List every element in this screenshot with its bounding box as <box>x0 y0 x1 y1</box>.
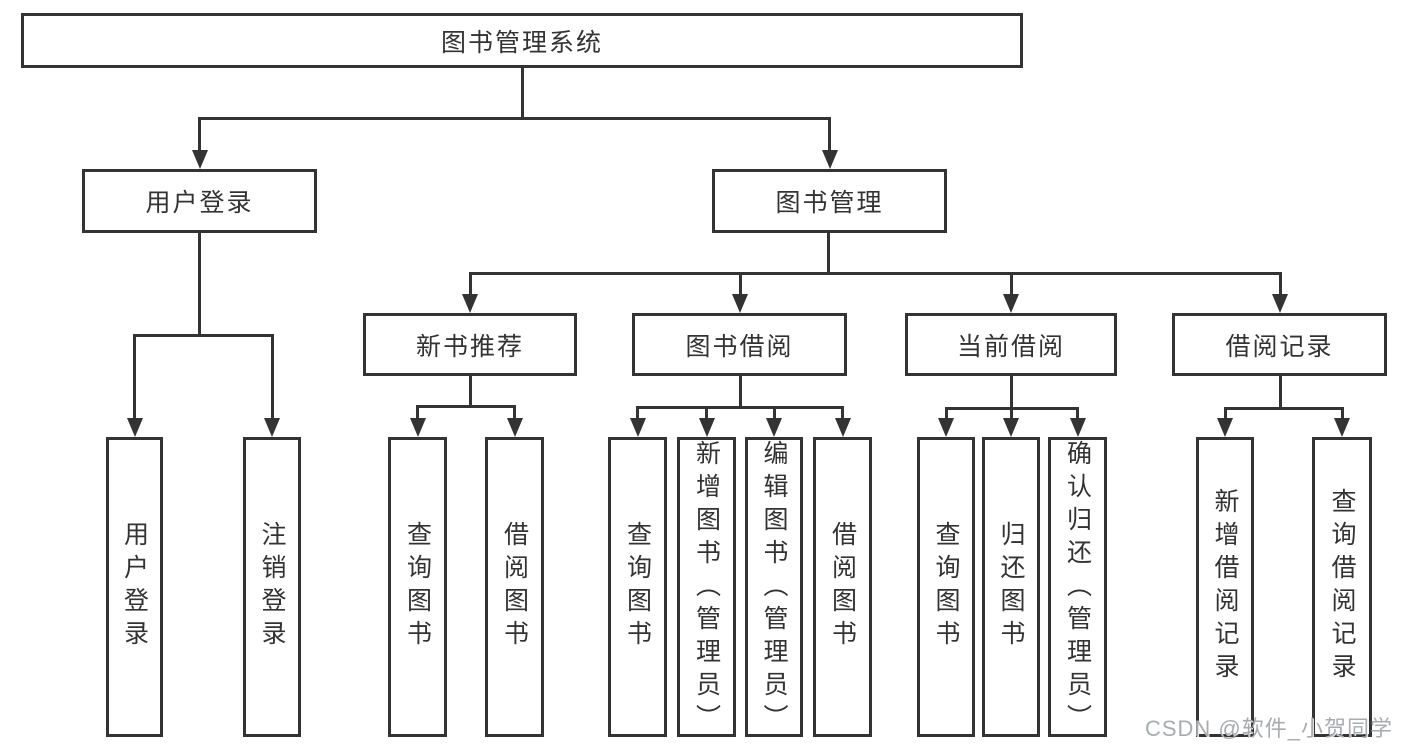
node-library-system-label: 图书管理系统 <box>440 28 603 57</box>
connector-line <box>738 374 742 408</box>
node-new-book-recommend-label: 新书推荐 <box>415 332 524 361</box>
leaf-query-books-borrowing-label: 查询图书 <box>623 521 652 653</box>
connector-line <box>1223 407 1227 423</box>
connector-line <box>1223 406 1344 410</box>
node-book-management: 图书管理 <box>712 169 947 233</box>
connector-line <box>513 405 516 423</box>
connector-line <box>944 407 948 423</box>
connector-line <box>198 117 201 155</box>
connector-line <box>133 334 136 423</box>
connector-line <box>416 405 419 423</box>
node-current-borrowing-label: 当前借阅 <box>956 332 1065 361</box>
leaf-add-borrow-record-label: 新增借阅记录 <box>1211 488 1239 686</box>
arrow-down-icon <box>766 418 782 437</box>
node-book-borrowing: 图书借阅 <box>632 313 847 376</box>
arrow-down-icon <box>506 418 523 437</box>
arrow-down-icon <box>462 294 478 313</box>
leaf-add-books-admin: 新增图书（管理员） <box>677 437 736 737</box>
leaf-edit-books-admin-label: 编辑图书（管理员） <box>760 440 788 737</box>
connector-line <box>468 272 472 299</box>
arrow-down-icon <box>1003 294 1019 313</box>
connector-line <box>828 117 831 155</box>
leaf-query-borrow-record-label: 查询借阅记录 <box>1328 488 1356 686</box>
leaf-query-books-recommend: 查询图书 <box>388 437 447 737</box>
connector-line <box>1009 407 1013 423</box>
connector-line <box>468 374 472 407</box>
arrow-down-icon <box>1334 418 1350 437</box>
leaf-query-borrow-record: 查询借阅记录 <box>1312 437 1372 737</box>
arrow-down-icon <box>191 150 208 169</box>
node-book-borrowing-label: 图书借阅 <box>685 332 794 361</box>
connector-line <box>1278 272 1282 299</box>
leaf-confirm-return-admin-label: 确认归还（管理员） <box>1063 440 1092 737</box>
leaf-borrow-books-borrowing: 借阅图书 <box>813 437 872 737</box>
connector-line <box>826 233 830 274</box>
leaf-return-books: 归还图书 <box>982 437 1040 737</box>
leaf-query-books-current-label: 查询图书 <box>932 521 960 653</box>
connector-line <box>772 406 776 423</box>
leaf-query-books-current: 查询图书 <box>917 437 975 737</box>
connector-line <box>1076 407 1079 423</box>
node-borrowing-records: 借阅记录 <box>1172 313 1387 376</box>
arrow-down-icon <box>821 150 838 169</box>
arrow-down-icon <box>698 418 715 437</box>
connector-line <box>1009 272 1013 299</box>
node-borrowing-records-label: 借阅记录 <box>1225 332 1334 361</box>
leaf-add-borrow-record: 新增借阅记录 <box>1196 437 1254 737</box>
connector-line <box>1278 374 1282 409</box>
connector-line <box>270 334 274 423</box>
arrow-down-icon <box>629 418 646 437</box>
arrow-down-icon <box>1217 418 1233 437</box>
node-book-management-label: 图书管理 <box>775 189 884 217</box>
leaf-user-login-label: 用户登录 <box>120 521 149 653</box>
connector-line <box>520 68 524 118</box>
connector-line <box>705 406 708 423</box>
connector-line <box>636 405 844 409</box>
connector-line <box>468 271 1282 275</box>
leaf-add-books-admin-label: 新增图书（管理员） <box>692 440 721 737</box>
node-current-borrowing: 当前借阅 <box>905 313 1117 376</box>
connector-line <box>636 406 639 423</box>
leaf-return-books-label: 归还图书 <box>997 521 1025 653</box>
arrow-down-icon <box>1069 418 1086 437</box>
arrow-down-icon <box>938 418 954 437</box>
connector-line <box>416 404 516 408</box>
node-library-system: 图书管理系统 <box>21 13 1023 68</box>
arrow-down-icon <box>1003 418 1019 437</box>
arrow-down-icon <box>834 418 851 437</box>
node-user-login-label: 用户登录 <box>145 189 254 217</box>
node-user-login: 用户登录 <box>82 169 317 233</box>
leaf-query-books-borrowing: 查询图书 <box>608 437 667 737</box>
leaf-logout-login: 注销登录 <box>243 437 301 737</box>
leaf-edit-books-admin: 编辑图书（管理员） <box>745 437 803 737</box>
leaf-user-login: 用户登录 <box>106 437 163 737</box>
connector-line <box>738 272 742 299</box>
leaf-borrow-books-borrowing-label: 借阅图书 <box>828 521 857 653</box>
leaf-borrow-books-recommend-label: 借阅图书 <box>500 521 529 653</box>
arrow-down-icon <box>732 294 748 313</box>
leaf-logout-login-label: 注销登录 <box>258 521 286 653</box>
arrow-down-icon <box>264 418 280 437</box>
leaf-query-books-recommend-label: 查询图书 <box>403 521 432 653</box>
connector-line <box>1009 374 1013 409</box>
connector-line <box>198 233 201 336</box>
connector-line <box>198 116 831 120</box>
watermark: CSDN @软件_小贺同学 <box>1144 716 1393 741</box>
node-new-book-recommend: 新书推荐 <box>363 313 577 376</box>
leaf-borrow-books-recommend: 借阅图书 <box>485 437 544 737</box>
connector-line <box>133 333 274 337</box>
arrow-down-icon <box>1271 294 1288 313</box>
arrow-down-icon <box>126 418 143 437</box>
connector-line <box>1340 407 1344 423</box>
connector-line <box>841 406 844 423</box>
arrow-down-icon <box>409 418 426 437</box>
leaf-confirm-return-admin: 确认归还（管理员） <box>1048 437 1107 737</box>
